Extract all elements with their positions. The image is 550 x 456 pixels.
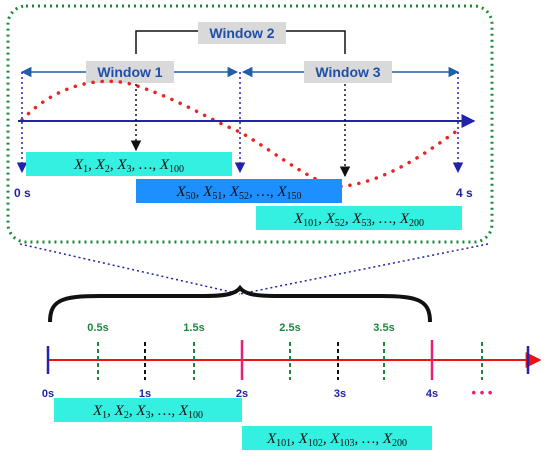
label-2-5s: 2.5s <box>279 322 300 334</box>
zoom-connector-left <box>19 243 241 295</box>
continuation-dots: • • • <box>472 385 493 400</box>
sequence-box-bottom-2 <box>242 426 432 450</box>
sequence-bottom-2: X101, X102, X103, …, X200 <box>266 431 407 449</box>
sequence-box-bottom-1 <box>54 398 242 422</box>
window-3-label: Window 3 <box>315 64 380 80</box>
label-3-5s: 3.5s <box>373 322 394 334</box>
label-1-5s: 1.5s <box>183 322 204 334</box>
zoom-end-label: 4 s <box>456 186 473 200</box>
window-2-label: Window 2 <box>209 25 274 41</box>
zoom-connector-right <box>239 243 489 295</box>
sequence-box-top-2 <box>136 179 342 203</box>
sequence-top-1: X1, X2, X3, …, X100 <box>73 157 184 175</box>
label-0s: 0s <box>42 388 54 400</box>
label-4s: 4s <box>426 388 438 400</box>
sequence-top-3: X101, X52, X53, …, X200 <box>293 211 424 229</box>
label-1s: 1s <box>139 388 151 400</box>
zoom-brace <box>48 284 432 323</box>
zoom-start-label: 0 s <box>14 186 31 200</box>
sequence-box-top-1 <box>26 152 232 176</box>
label-3s: 3s <box>334 388 346 400</box>
window-1-box <box>86 61 174 83</box>
signal-curve <box>20 79 460 188</box>
sequence-bottom-1: X1, X2, X3, …, X100 <box>92 403 203 421</box>
window-1-label: Window 1 <box>97 64 162 80</box>
sequence-box-top-3 <box>256 206 462 230</box>
window-3-box <box>304 61 392 83</box>
sequence-top-2: X50, X51, X52, …, X150 <box>175 184 301 202</box>
label-0-5s: 0.5s <box>87 322 108 334</box>
label-2s: 2s <box>236 388 248 400</box>
zoom-frame <box>6 4 494 244</box>
window-2-box <box>198 22 286 44</box>
